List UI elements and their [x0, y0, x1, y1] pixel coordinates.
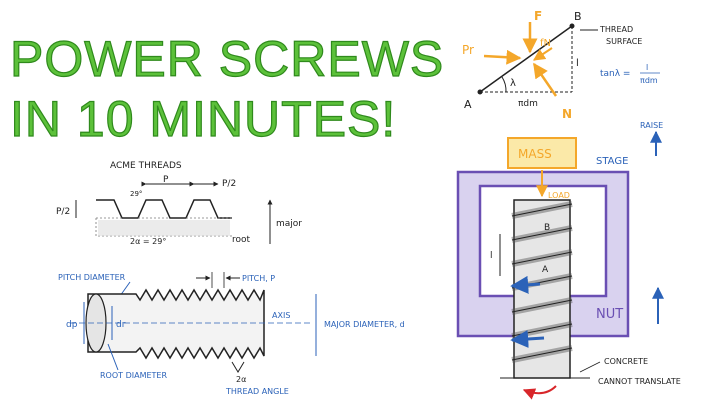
acme-two-alpha: 2α = 29° [130, 237, 166, 246]
nut-label: NUT [596, 307, 623, 322]
pitch-diameter-dp: dp [66, 320, 78, 330]
two-alpha-label: 2α [236, 375, 246, 384]
acme-major: major [276, 219, 302, 229]
axis-label: AXIS [272, 311, 290, 320]
stage-label: STAGE [596, 156, 628, 167]
thread-angle-label: THREAD ANGLE [225, 387, 289, 396]
cannot-translate-label: CANNOT TRANSLATE [598, 377, 681, 386]
screw-jack-assembly: MASS STAGE RAISE LOAD B A l NUT CONCRETE… [456, 121, 681, 400]
load-label: LOAD [548, 191, 570, 200]
force-F-label: F [534, 9, 542, 23]
thread-surface-label-2: SURFACE [606, 37, 642, 46]
acme-depth: P/2 [56, 207, 70, 217]
title-line-2: IN 10 MINUTES! [9, 91, 397, 147]
assembly-point-B: B [544, 223, 550, 233]
force-Pr-label: Pr [462, 43, 474, 57]
concrete-label: CONCRETE [604, 357, 648, 366]
acme-root: root [232, 235, 251, 245]
root-diameter-dr: dr [116, 320, 126, 330]
pi-dm-label: πdm [518, 99, 538, 109]
title-line-1: POWER SCREWS [9, 31, 445, 87]
normal-N-label: N [562, 107, 572, 121]
pitch-diameter-label: PITCH DIAMETER [58, 273, 126, 282]
thread-surface-label: THREAD [599, 25, 633, 34]
acme-heading: ACME THREADS [110, 161, 182, 171]
root-diameter-label: ROOT DIAMETER [100, 371, 167, 380]
assembly-point-A: A [542, 265, 549, 275]
tan-formula: tanλ = [600, 69, 630, 79]
force-diagram: F B A N Pr fN λ l πdm THREAD SURFACE tan… [462, 9, 660, 121]
mass-label: MASS [518, 147, 552, 161]
tan-numerator: l [646, 63, 648, 72]
major-diameter-label: MAJOR DIAMETER, d [324, 320, 405, 329]
point-B-label: B [574, 10, 582, 23]
raise-label: RAISE [640, 121, 663, 130]
lead-l-label: l [576, 58, 579, 69]
friction-label: fN [540, 38, 551, 49]
acme-half-pitch: P/2 [222, 179, 236, 189]
screw-diagram: PITCH DIAMETER dp dr PITCH, P AXIS MAJOR… [58, 272, 405, 396]
assembly-lead-l: l [490, 251, 493, 261]
acme-pitch: P [163, 175, 169, 185]
point-A-label: A [464, 98, 472, 111]
tan-denominator: πdm [640, 76, 658, 85]
lambda-label: λ [510, 78, 516, 89]
acme-threads: ACME THREADS P P/2 29° P/2 2α = 29° root… [56, 161, 302, 246]
acme-angle: 29° [130, 190, 142, 198]
pitch-label: PITCH, P [242, 274, 275, 283]
